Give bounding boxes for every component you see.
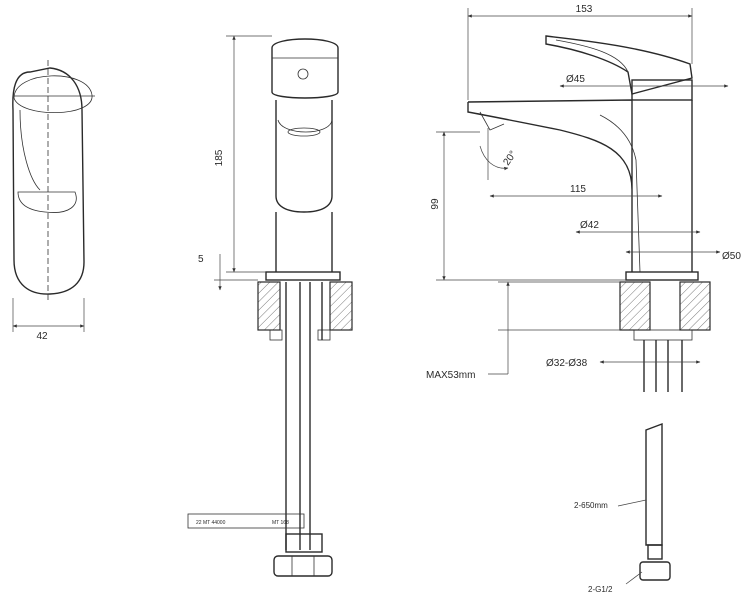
angle-arc [479,145,509,171]
side-counter-right [679,281,711,331]
side-handle [545,35,693,95]
spout-height-label: 99 [430,198,441,210]
side-view: 153 Ø45 20° 99 115 Ø42 Ø50 MAX53mm Ø32-Ø… [426,4,741,594]
front-counter-right [329,281,353,331]
aerator [277,119,333,133]
handle-cap-ellipse [13,75,93,113]
height-label: 185 [214,149,225,166]
hose-fitting [285,533,323,553]
hole-dia-label: Ø32-Ø38 [546,358,588,369]
front-counter-left [257,281,281,331]
front-view: 22 MT 44000 MT 168 185 5 [187,35,353,577]
thread-label: 2-G1/2 [588,585,613,594]
front-base-ring [265,271,341,281]
side-hose-nut [639,561,671,581]
body-dia-label: Ø42 [580,220,599,231]
aerator-outlet [287,127,321,137]
side-hose-fitting [647,544,663,560]
base-dia-label: Ø50 [722,251,741,262]
side-hose [645,422,663,546]
front-body [275,100,333,213]
left-view: 42 [12,60,95,342]
front-handle [271,38,339,99]
hose-tag [187,513,305,529]
base-label: 5 [198,254,204,265]
handle-top-outline [12,67,85,295]
side-spout [467,99,633,272]
side-base-ring [625,271,699,281]
spout-reach-label: 115 [570,184,586,195]
handle-dia-label: Ø45 [566,74,585,85]
total-length-label: 153 [576,4,593,15]
handle-screw-icon [297,68,309,80]
side-cartridge [631,79,693,101]
hose-tag-right-text: MT 168 [272,520,289,526]
spout-opening [17,191,77,213]
hose-tag-left-text: 22 MT 44000 [196,520,226,526]
side-counter-left [619,281,651,331]
angle-label: 20° [501,149,519,168]
width-label: 42 [36,331,48,342]
handle-inner-line [19,109,41,191]
hose-nut [273,555,333,577]
hose-length-label: 2-650mm [574,501,608,510]
counter-thickness-label: MAX53mm [426,370,475,381]
